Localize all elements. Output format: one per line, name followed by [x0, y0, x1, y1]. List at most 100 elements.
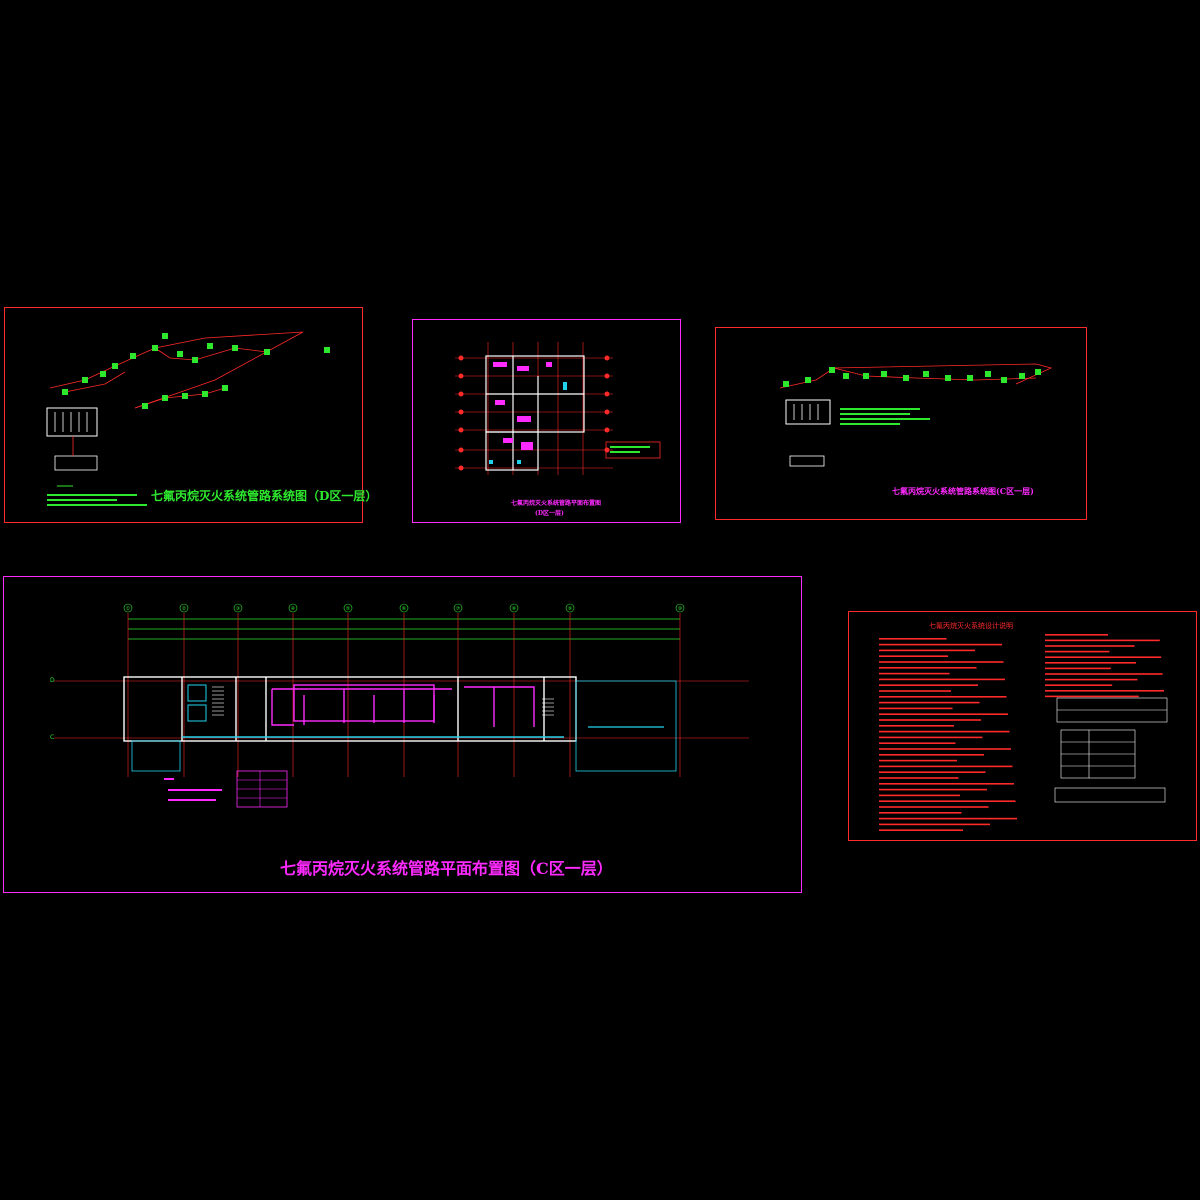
nozzle-node [100, 371, 106, 377]
nozzle-node [177, 351, 183, 357]
note-line [879, 719, 981, 721]
note-line [879, 788, 987, 791]
notes-drawing [879, 634, 1168, 831]
notes-title: 七氟丙烷灭火系统设计说明 [929, 622, 1013, 630]
note-line [879, 696, 1007, 698]
nozzle-node [232, 345, 238, 351]
note-line [879, 730, 1010, 733]
axis-label: ⑥ [402, 606, 407, 612]
note-line [1045, 667, 1111, 670]
axis-label: ⑧ [512, 606, 517, 612]
sheet-d-system: 七氟丙烷灭火系统管路系统图（D区一层） [4, 307, 377, 523]
axis-label: ① [126, 606, 131, 612]
sheet-d-plan: 七氟丙烷灭火系统管路平面布置图 (D区一层) [412, 319, 681, 523]
d-plan-drawing [455, 342, 661, 475]
note-line [879, 713, 1008, 715]
note-line [879, 655, 948, 657]
nozzle-node [82, 377, 88, 383]
nozzle-node [1035, 369, 1041, 375]
nozzle-node [843, 373, 849, 379]
axis-label: ④ [291, 606, 296, 612]
note-line [1045, 650, 1110, 653]
note-line [1045, 634, 1108, 636]
row-label-d: D [50, 677, 55, 684]
nozzle-node [142, 403, 148, 409]
axis-label: ⑦ [456, 606, 461, 612]
note-line [879, 806, 989, 808]
d-plan-title: 七氟丙烷灭火系统管路平面布置图 [511, 500, 602, 507]
nozzle-node [805, 377, 811, 383]
note-line [879, 823, 990, 826]
note-line [879, 817, 1017, 820]
c-plan-title: 七氟丙烷灭火系统管路平面布置图（C区一层） [280, 859, 613, 878]
axis-bubble [675, 603, 685, 613]
note-line [879, 690, 951, 692]
nozzle-node [130, 353, 136, 359]
nozzle-node [829, 367, 835, 373]
note-line [879, 748, 1011, 750]
note-line [1045, 695, 1139, 698]
nozzle-node [192, 357, 198, 363]
axis-label: ③ [236, 606, 240, 612]
nozzle-node [945, 375, 951, 381]
axis-bubble [509, 603, 519, 613]
note-line [879, 667, 977, 669]
note-line [879, 707, 953, 710]
note-line [879, 783, 1014, 785]
nozzle-node [324, 347, 330, 353]
c-system-drawing [779, 363, 1053, 467]
note-line [879, 800, 1016, 802]
note-line [1045, 690, 1164, 692]
note-line [879, 643, 1002, 646]
nozzle-node [222, 385, 228, 391]
nozzle-node [1019, 373, 1025, 379]
nozzle-node [881, 371, 887, 377]
sheet-c-system: 七氟丙烷灭火系统管路系统图(C区一层) [715, 327, 1087, 520]
note-line [879, 672, 950, 675]
note-line [879, 794, 960, 797]
note-line [1045, 656, 1162, 658]
c-system-title: 七氟丙烷灭火系统管路系统图(C区一层) [892, 486, 1034, 496]
sheet-notes: 七氟丙烷灭火系统设计说明 [848, 611, 1197, 841]
nozzle-node [985, 371, 991, 377]
axis-bubble [179, 603, 189, 613]
nozzle-node [903, 375, 909, 381]
note-line [879, 754, 984, 756]
nozzle-node [967, 375, 973, 381]
note-line [879, 661, 1004, 663]
note-line [879, 759, 957, 762]
d-system-title: 七氟丙烷灭火系统管路系统图（D区一层） [151, 489, 378, 503]
nozzle-node [202, 391, 208, 397]
nozzle-node [112, 363, 118, 369]
note-line [879, 701, 980, 704]
note-line [879, 765, 1013, 768]
note-line [1045, 678, 1138, 681]
axis-bubble [453, 603, 463, 613]
nozzle-node [182, 393, 188, 399]
note-line [1045, 662, 1136, 664]
note-line [879, 742, 956, 744]
axis-label: ⑤ [346, 606, 350, 612]
axis-bubble [233, 603, 243, 613]
nozzle-node [162, 333, 168, 339]
note-line [879, 638, 947, 640]
nozzle-node [923, 371, 929, 377]
nozzle-node [152, 345, 158, 351]
note-line [879, 736, 983, 739]
note-line [1045, 684, 1113, 686]
note-line [879, 777, 959, 779]
nozzle-node [863, 373, 869, 379]
nozzle-node [783, 381, 789, 387]
note-line [879, 829, 963, 831]
note-line [1045, 639, 1160, 642]
nozzle-node [162, 395, 168, 401]
d-plan-subtitle: (D区一层) [535, 510, 564, 517]
note-line [879, 771, 986, 773]
axis-bubble [123, 603, 133, 613]
axis-bubble [399, 603, 409, 613]
nozzle-node [264, 349, 270, 355]
axis-bubble [288, 603, 298, 613]
axis-label: ② [182, 606, 187, 612]
